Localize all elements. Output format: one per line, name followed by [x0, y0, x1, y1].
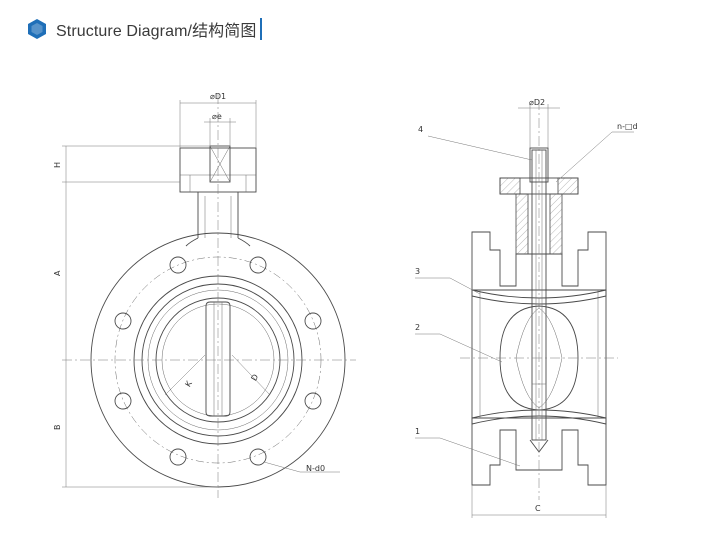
side-view [415, 100, 634, 518]
dim-a-label: A [53, 270, 62, 276]
dim-k-label: K [183, 379, 194, 389]
hexagon-icon [28, 19, 46, 39]
title-accent-bar [260, 18, 263, 40]
dim-e-label: ⌀e [212, 112, 222, 121]
section-header: Structure Diagram/结构简图 [26, 16, 263, 42]
section-title: Structure Diagram/结构简图 [56, 23, 257, 40]
dim-n-d0-label: N-d0 [306, 464, 325, 473]
front-view [62, 94, 356, 498]
part-4-label: 4 [418, 125, 423, 134]
dim-h-label: H [53, 162, 62, 168]
dim-n-d-label: n-□d [617, 122, 638, 131]
dim-d1-label: ⌀D1 [210, 92, 226, 101]
dim-b-label: B [53, 425, 62, 431]
part-3-label: 3 [415, 267, 420, 276]
dim-d-label: D [249, 373, 260, 383]
part-2-label: 2 [415, 323, 420, 332]
part-1-label: 1 [415, 427, 420, 436]
dim-c-label: C [535, 504, 541, 513]
dim-d2-label: ⌀D2 [529, 98, 545, 107]
